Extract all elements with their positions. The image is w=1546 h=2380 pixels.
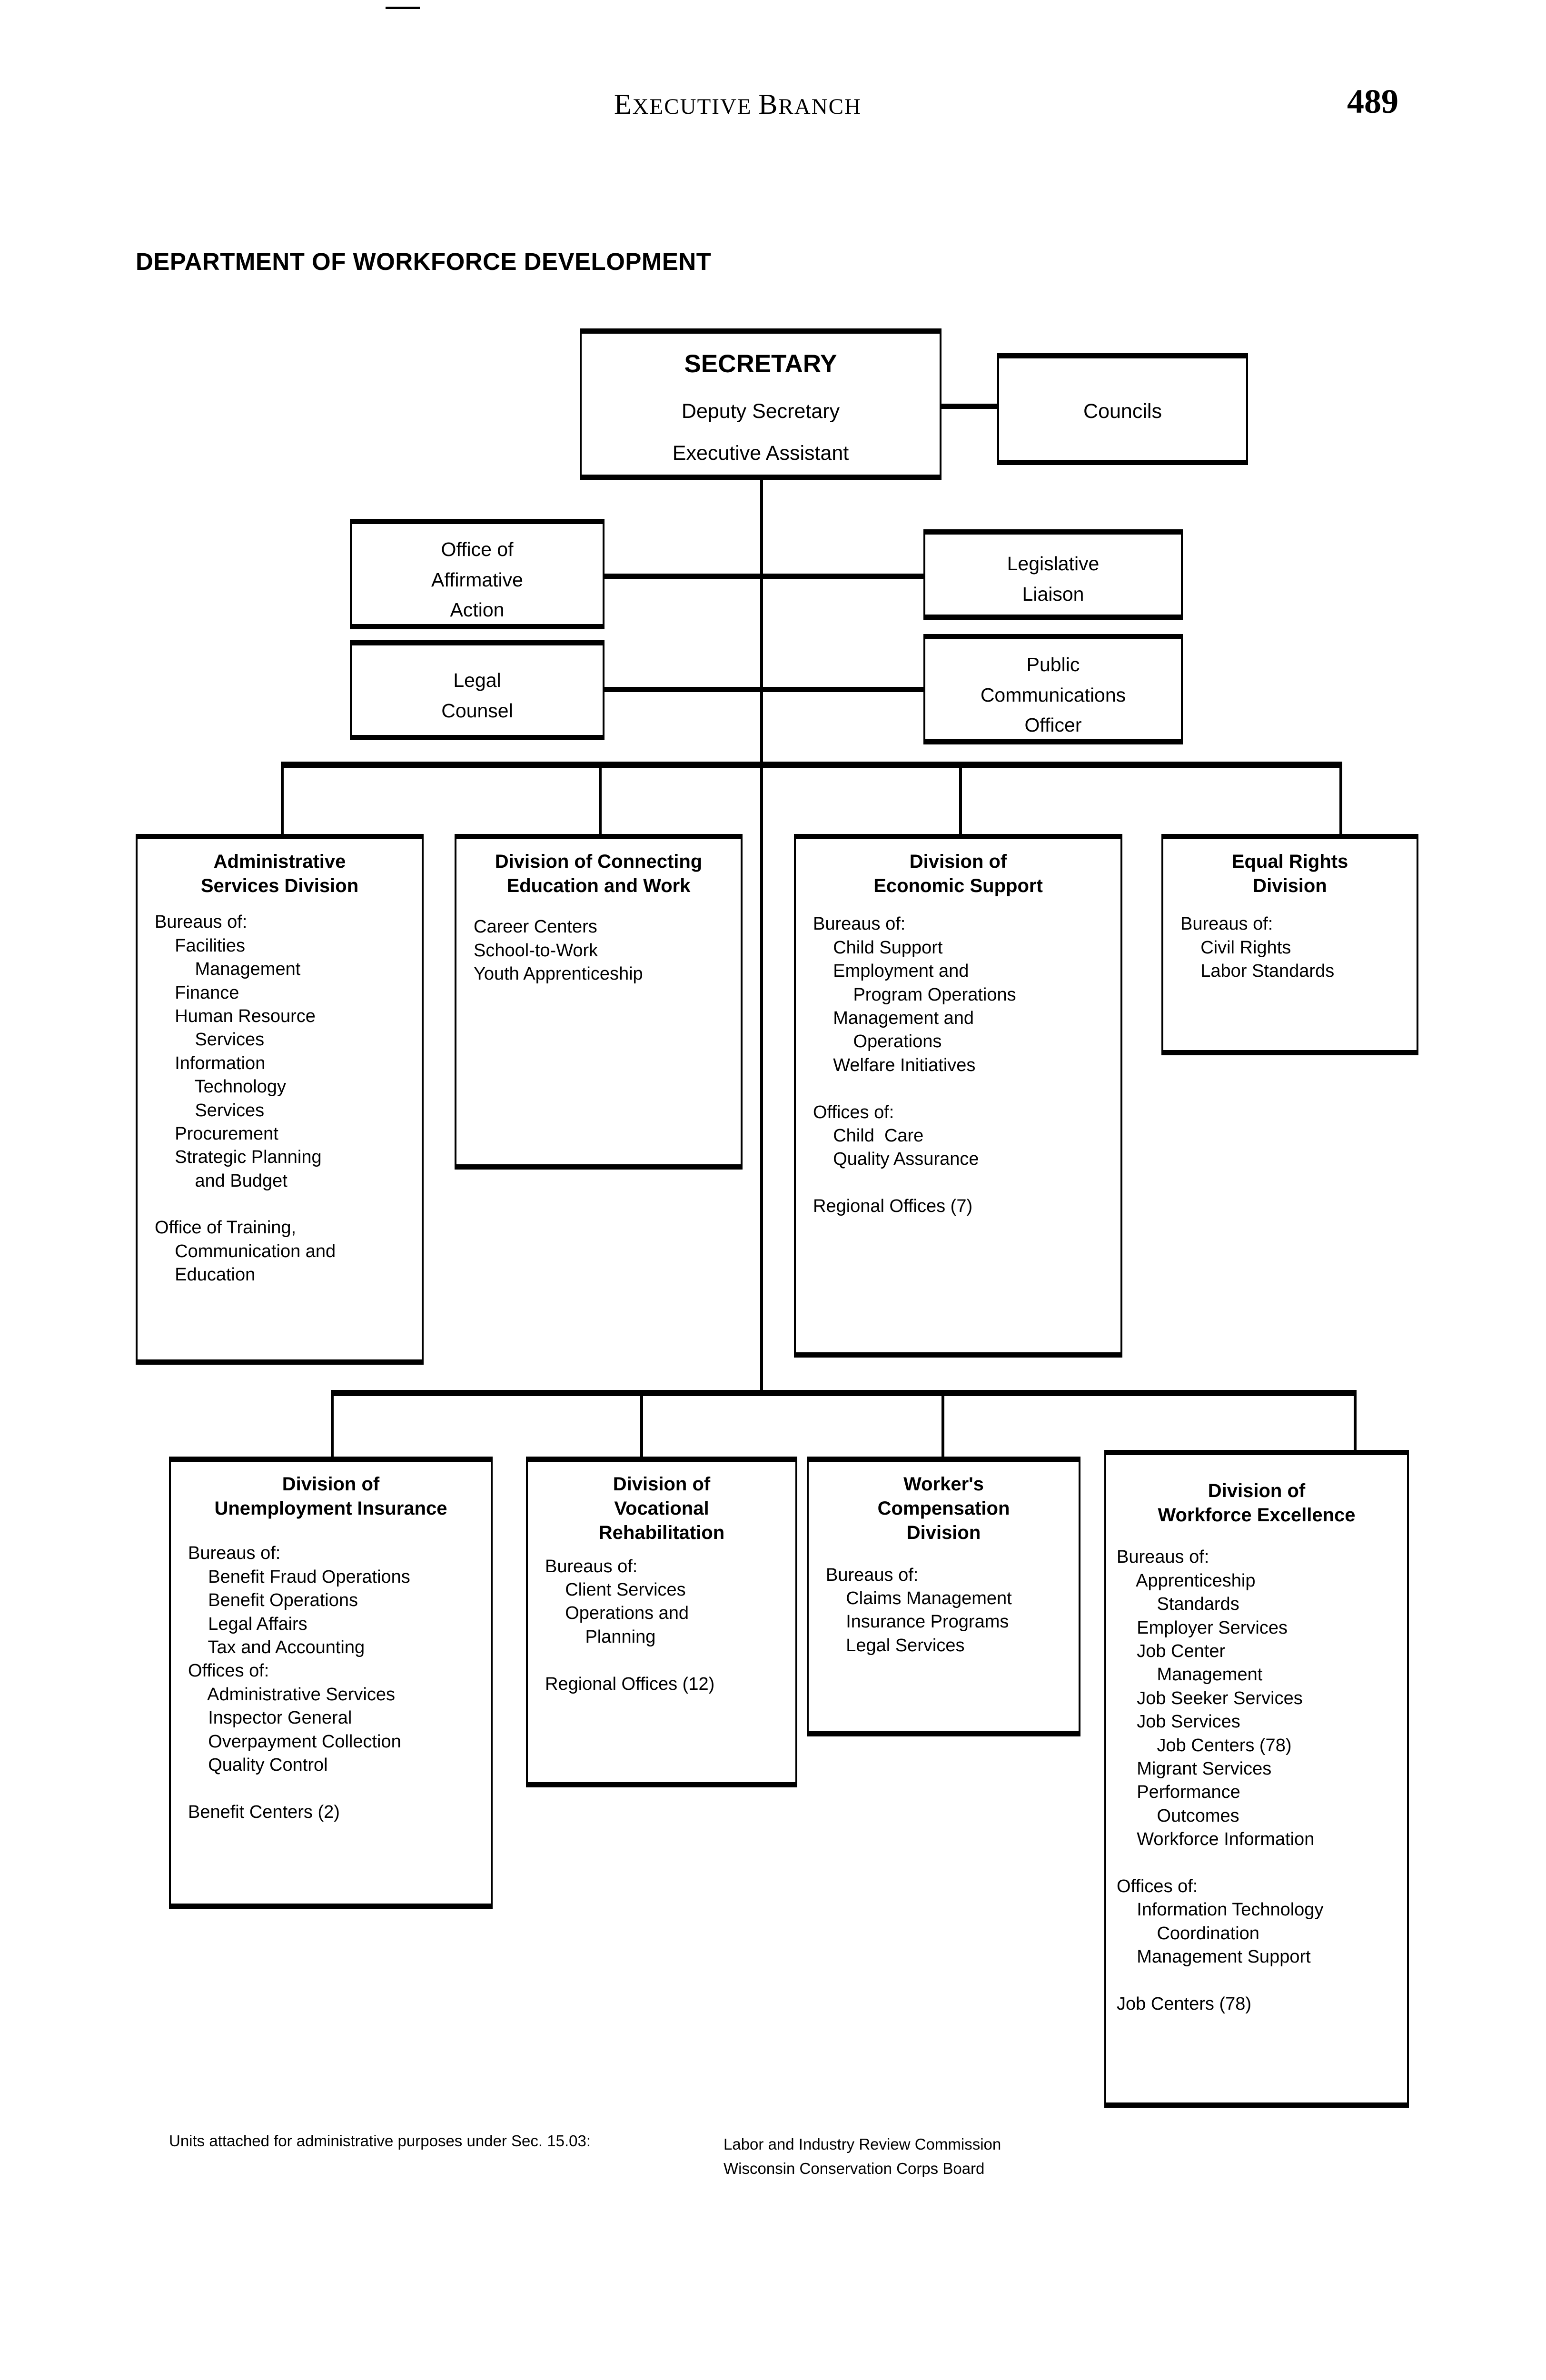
legal-counsel-box[interactable]: Legal Counsel: [350, 640, 605, 740]
page-number: 489: [1347, 82, 1398, 120]
division-equal-rights-title-2: Division: [1253, 875, 1327, 897]
connector-staff-row2: [601, 687, 927, 692]
footer-attachment-note: Units attached for administrative purpos…: [169, 2132, 591, 2150]
councils-box[interactable]: Councils: [997, 353, 1248, 465]
division-workers-compensation-box[interactable]: Worker's Compensation Division Bureaus o…: [807, 1457, 1080, 1736]
legislative-liaison-line-1: Legislative: [1007, 553, 1100, 575]
division-workers-compensation-title-2: Compensation: [877, 1498, 1010, 1519]
running-head-e: E: [614, 89, 633, 120]
legislative-liaison-box[interactable]: Legislative Liaison: [923, 529, 1183, 620]
legal-counsel-line-2: Counsel: [441, 699, 513, 722]
division-unemployment-insurance-body: Bureaus of: Benefit Fraud Operations Ben…: [188, 1543, 410, 1822]
division-vocational-rehabilitation-box[interactable]: Division of Vocational Rehabilitation Bu…: [526, 1457, 797, 1787]
connector-drop-unemployment-insurance: [331, 1390, 334, 1459]
executive-assistant-label: Executive Assistant: [672, 442, 849, 465]
connector-bus-row2: [331, 1390, 1357, 1396]
division-connecting-education-title-2: Education and Work: [506, 875, 691, 897]
affirmative-action-line-3: Action: [450, 599, 505, 621]
connector-secretary-councils: [940, 404, 1000, 409]
legislative-liaison-line-2: Liaison: [1022, 583, 1084, 605]
division-workers-compensation-body: Bureaus of: Claims Management Insurance …: [826, 1565, 1012, 1656]
division-equal-rights-body: Bureaus of: Civil Rights Labor Standards: [1180, 914, 1335, 982]
public-communications-line-1: Public: [1026, 654, 1080, 675]
running-head-ranch: RANCH: [778, 94, 862, 119]
division-vocational-rehabilitation-title-1: Division of: [613, 1474, 711, 1495]
public-communications-line-2: Communications: [980, 684, 1126, 706]
division-connecting-education-title-1: Division of Connecting: [495, 851, 703, 872]
division-administrative-services-body: Bureaus of: Facilities Management Financ…: [155, 912, 336, 1285]
division-workforce-excellence-title-2: Workforce Excellence: [1158, 1505, 1356, 1526]
division-economic-support-box[interactable]: Division of Economic Support Bureaus of:…: [794, 834, 1122, 1358]
division-connecting-education-box[interactable]: Division of Connecting Education and Wor…: [455, 834, 743, 1170]
division-workforce-excellence-title-1: Division of: [1208, 1480, 1306, 1501]
connector-drop-connecting-education: [599, 762, 602, 835]
division-vocational-rehabilitation-title-3: Rehabilitation: [598, 1522, 725, 1544]
public-communications-line-3: Officer: [1024, 714, 1082, 736]
connector-drop-equal-rights: [1339, 762, 1342, 835]
division-unemployment-insurance-title-1: Division of: [282, 1474, 380, 1495]
secretary-title: SECRETARY: [684, 350, 837, 378]
division-administrative-services-title-1: Administrative: [213, 851, 346, 872]
division-equal-rights-box[interactable]: Equal Rights Division Bureaus of: Civil …: [1161, 834, 1418, 1055]
connector-drop-workers-compensation: [941, 1390, 944, 1459]
connector-drop-workforce-excellence: [1354, 1390, 1357, 1452]
division-unemployment-insurance-box[interactable]: Division of Unemployment Insurance Burea…: [169, 1457, 493, 1909]
crop-tick-mark-top: [386, 7, 420, 9]
running-head-xecutive: XECUTIVE: [632, 94, 759, 119]
division-administrative-services-box[interactable]: Administrative Services Division Bureaus…: [136, 834, 424, 1365]
connector-bus-row1: [281, 762, 1342, 768]
running-head-b: B: [758, 89, 779, 120]
councils-label: Councils: [1083, 400, 1162, 423]
connector-drop-administrative-services: [281, 762, 284, 835]
division-unemployment-insurance-title-2: Unemployment Insurance: [214, 1498, 447, 1519]
division-workforce-excellence-box[interactable]: Division of Workforce Excellence Bureaus…: [1104, 1450, 1409, 2108]
connector-drop-vocational-rehabilitation: [640, 1390, 643, 1459]
division-equal-rights-title-1: Equal Rights: [1231, 851, 1348, 872]
running-head: EXECUTIVE BRANCH: [614, 88, 862, 121]
division-workforce-excellence-body: Bureaus of: Apprenticeship Standards Emp…: [1117, 1547, 1324, 2014]
connector-staff-row1: [601, 574, 927, 579]
division-vocational-rehabilitation-body: Bureaus of: Client Services Operations a…: [545, 1556, 715, 1694]
public-communications-box[interactable]: Public Communications Officer: [923, 634, 1183, 744]
secretary-box[interactable]: SECRETARY Deputy Secretary Executive Ass…: [580, 328, 941, 480]
affirmative-action-line-1: Office of: [441, 538, 514, 560]
division-administrative-services-title-2: Services Division: [200, 875, 359, 897]
division-workers-compensation-title-3: Division: [906, 1522, 981, 1544]
legal-counsel-line-1: Legal: [453, 669, 501, 691]
affirmative-action-box[interactable]: Office of Affirmative Action: [350, 519, 605, 629]
division-economic-support-body: Bureaus of: Child Support Employment and…: [813, 914, 1016, 1217]
division-economic-support-title-2: Economic Support: [873, 875, 1043, 897]
page-title: DEPARTMENT OF WORKFORCE DEVELOPMENT: [136, 248, 712, 275]
connector-spine-main: [760, 478, 763, 1395]
division-connecting-education-body: Career Centers School-to-Work Youth Appr…: [474, 917, 643, 984]
deputy-secretary-label: Deputy Secretary: [681, 399, 840, 423]
division-workers-compensation-title-1: Worker's: [903, 1474, 984, 1495]
footer-attached-units: Labor and Industry Review Commission Wis…: [723, 2135, 1001, 2178]
affirmative-action-line-2: Affirmative: [431, 568, 523, 591]
division-vocational-rehabilitation-title-2: Vocational: [614, 1498, 709, 1519]
division-economic-support-title-1: Division of: [909, 851, 1007, 872]
connector-drop-economic-support: [959, 762, 962, 835]
